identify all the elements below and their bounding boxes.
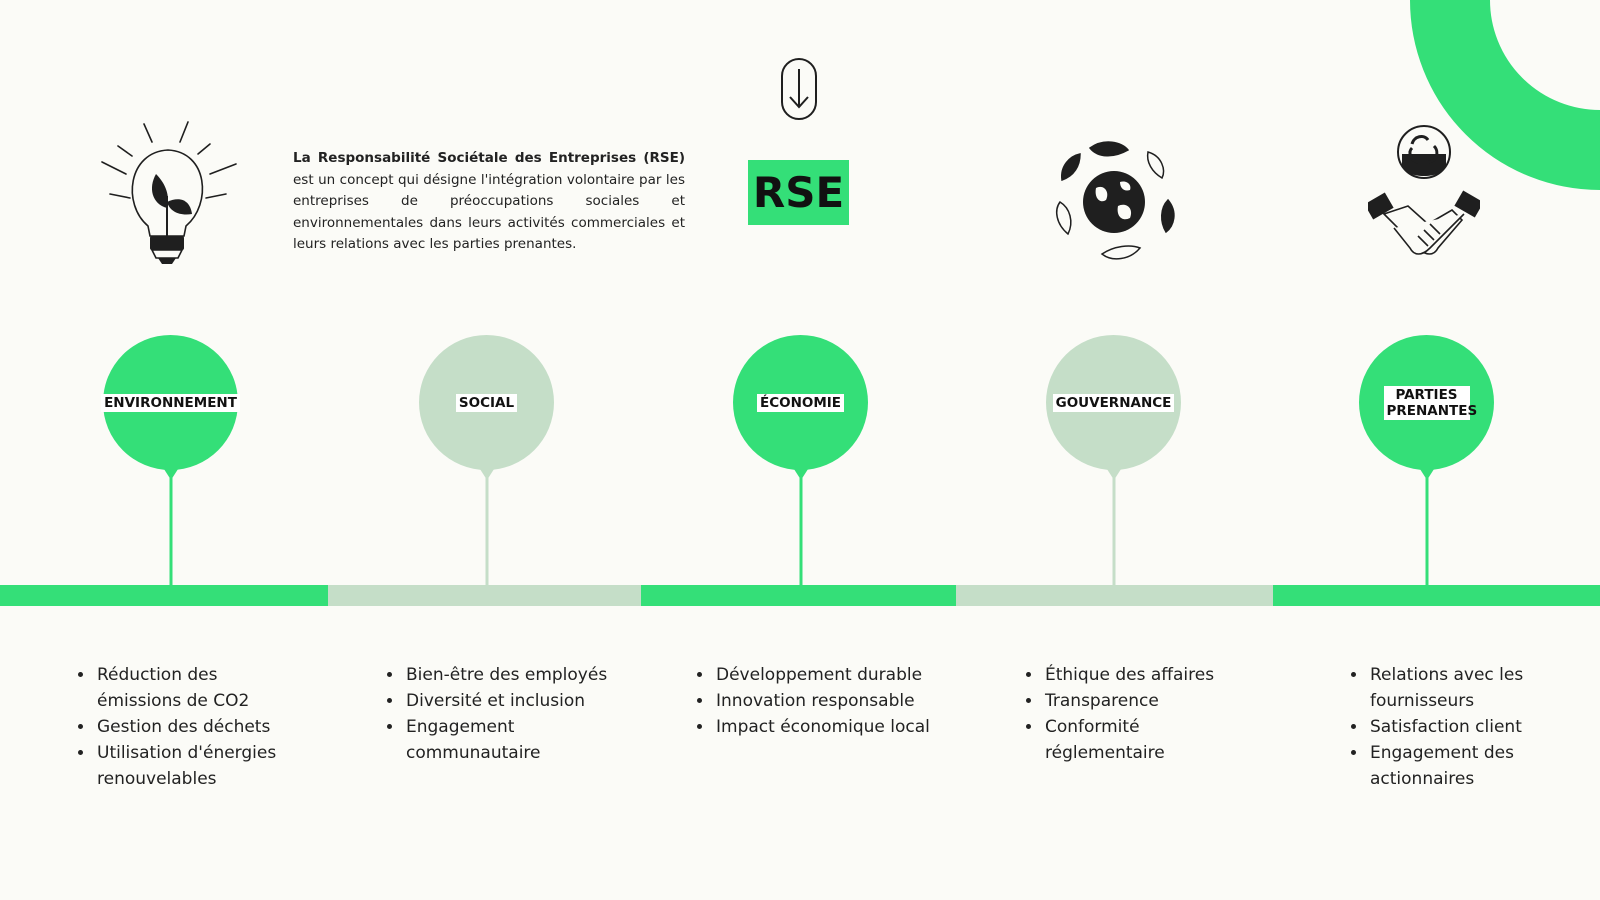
intro-bold-term: La Responsabilité Sociétale des Entrepri… <box>293 150 685 166</box>
pillar-label-gouvernance: GOUVERNANCE <box>1052 393 1175 412</box>
list-item: Bien-être des employés <box>404 662 634 688</box>
pillar-label-economie: ÉCONOMIE <box>756 393 845 412</box>
rse-intro-paragraph: La Responsabilité Sociétale des Entrepri… <box>293 148 685 256</box>
list-item: Conformité réglementaire <box>1043 714 1253 766</box>
list-item: Innovation responsable <box>714 688 974 714</box>
timeline-segment-parties-prenantes <box>1273 585 1600 606</box>
list-item: Engagement communautaire <box>404 714 634 766</box>
pillar-label-environnement: ENVIRONNEMENT <box>101 393 240 412</box>
pillar-node-parties-prenantes: PARTIES PRENANTES <box>1359 335 1494 470</box>
pillar-list-social: Bien-être des employés Diversité et incl… <box>386 662 634 766</box>
pillar-list-economie: Développement durable Innovation respons… <box>696 662 974 740</box>
pillar-list-parties-prenantes: Relations avec les fournisseurs Satisfac… <box>1350 662 1568 792</box>
pillar-node-environnement: ENVIRONNEMENT <box>101 335 240 470</box>
timeline-segment-environnement <box>0 585 328 606</box>
list-item: Développement durable <box>714 662 974 688</box>
pillar-list-gouvernance: Éthique des affaires Transparence Confor… <box>1025 662 1253 766</box>
pillar-node-social: SOCIAL <box>419 335 554 470</box>
pillar-node-gouvernance: GOUVERNANCE <box>1046 335 1181 470</box>
pillar-label-social: SOCIAL <box>455 393 518 412</box>
pillar-node-economie: ÉCONOMIE <box>733 335 868 470</box>
timeline-segment-social <box>328 585 641 606</box>
timeline-segment-gouvernance <box>956 585 1273 606</box>
list-item: Réduction des émissions de CO2 <box>95 662 295 714</box>
list-item: Transparence <box>1043 688 1253 714</box>
pillar-list-environnement: Réduction des émissions de CO2 Gestion d… <box>77 662 295 792</box>
list-item: Impact économique local <box>714 714 974 740</box>
handshake-recycle-icon <box>1368 125 1480 255</box>
list-item: Diversité et inclusion <box>404 688 634 714</box>
intro-text: est un concept qui désigne l'intégration… <box>293 171 685 253</box>
timeline-segment-economie <box>641 585 956 606</box>
pillar-label-parties-prenantes: PARTIES PRENANTES <box>1383 385 1477 420</box>
globe-leaves-icon <box>1055 141 1175 260</box>
list-item: Engagement des actionnaires <box>1368 740 1568 792</box>
rse-badge: RSE <box>748 160 849 225</box>
list-item: Relations avec les fournisseurs <box>1368 662 1568 714</box>
list-item: Utilisation d'énergies renouvelables <box>95 740 295 792</box>
list-item: Gestion des déchets <box>95 714 295 740</box>
list-item: Éthique des affaires <box>1043 662 1253 688</box>
list-item: Satisfaction client <box>1368 714 1568 740</box>
arrow-down-pill-icon <box>781 58 817 120</box>
lightbulb-plant-icon <box>101 121 237 264</box>
